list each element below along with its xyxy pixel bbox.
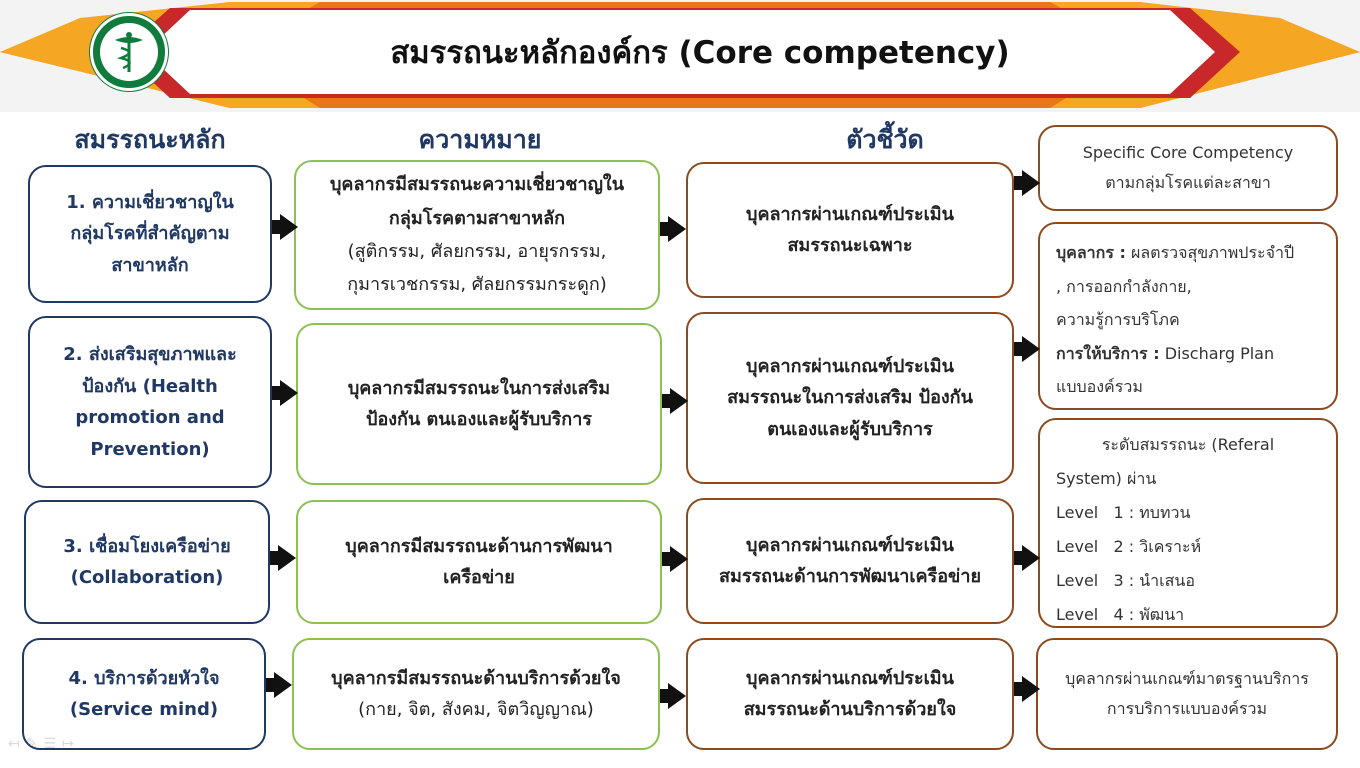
pen-icon[interactable]: ✎ <box>25 736 44 752</box>
indicator-3-line: บุคลากรผ่านเกณฑ์ประเมิน <box>746 534 954 556</box>
slide-nav-controls[interactable]: ↤✎☰↦ <box>8 736 138 756</box>
arrow-right-icon <box>272 214 298 240</box>
meaning-box-2: บุคลากรมีสมรรถนะในการส่งเสริม ป้องกัน ตน… <box>296 323 662 485</box>
meaning-1-line: กลุ่มโรคตามสาขาหลัก <box>388 207 566 229</box>
indicator-4-line: บุคลากรผ่านเกณฑ์ประเมิน <box>746 667 954 689</box>
arrow-right-icon <box>270 545 296 571</box>
arrow-right-icon <box>1014 170 1040 196</box>
arrow-right-icon <box>266 672 292 698</box>
competency-box-2: 2. ส่งเสริมสุขภาพและ ป้องกัน (Health pro… <box>28 316 272 488</box>
service-standard-line: การบริการแบบองค์รวม <box>1106 699 1268 718</box>
meaning-2-line: บุคลากรมีสมรรถนะในการส่งเสริม <box>347 377 611 399</box>
meaning-1-line: (สูติกรรม, ศัลยกรรม, อายุรกรรม, <box>347 241 607 262</box>
arrow-right-icon <box>1014 336 1040 362</box>
personnel-line-3: ความรู้การบริโภค <box>1056 310 1180 330</box>
arrow-right-icon <box>1014 676 1040 702</box>
indicator-4-line: สมรรถนะด้านบริการด้วยใจ <box>743 699 957 720</box>
personnel-label: บุคลากร : <box>1056 243 1126 262</box>
indicator-box-3: บุคลากรผ่านเกณฑ์ประเมิน สมรรถนะด้านการพั… <box>686 498 1014 624</box>
competency-box-3: 3. เชื่อมโยงเครือข่าย (Collaboration) <box>24 500 270 624</box>
level-item: Level 1 : ทบทวน <box>1056 502 1191 522</box>
indicator-1-line: สมรรถนะเฉพาะ <box>787 235 913 256</box>
indicator-box-1: บุคลากรผ่านเกณฑ์ประเมิน สมรรถนะเฉพาะ <box>686 162 1014 298</box>
personnel-line-2: , การออกกำลังกาย, <box>1056 276 1192 296</box>
arrow-right-icon <box>662 546 688 572</box>
ministry-logo <box>90 13 168 91</box>
meaning-1-line: บุคลากรมีสมรรถนะความเชี่ยวชาญใน <box>330 174 624 196</box>
competency-4-line: 4. บริการด้วยหัวใจ <box>68 667 220 689</box>
menu-icon[interactable]: ☰ <box>43 736 63 752</box>
service-line: การให้บริการ : Discharg Plan <box>1056 337 1320 371</box>
service-label: การให้บริการ : <box>1056 343 1160 363</box>
banner-graphic <box>0 2 1360 108</box>
competency-4-line: (Service mind) <box>69 699 219 720</box>
indicator-2-line: สมรรถนะในการส่งเสริม ป้องกัน <box>727 387 973 409</box>
column-header-meaning: ความหมาย <box>418 125 542 154</box>
specific-competency-box: Specific Core Competency ตามกลุ่มโรคแต่ล… <box>1038 125 1338 211</box>
competency-3-line: (Collaboration) <box>70 567 224 588</box>
service-standard-line: บุคลากรผ่านเกณฑ์มาตรฐานบริการ <box>1065 668 1309 688</box>
meaning-box-3: บุคลากรมีสมรรถนะด้านการพัฒนา เครือข่าย <box>296 500 662 624</box>
referral-line-2: System) ผ่าน <box>1056 468 1157 488</box>
arrow-right-icon <box>272 380 298 406</box>
column-header-competency: สมรรถนะหลัก <box>74 125 226 154</box>
meaning-4-line: บุคลากรมีสมรรถนะด้านบริการด้วยใจ <box>331 667 621 689</box>
indicator-1-line: บุคลากรผ่านเกณฑ์ประเมิน <box>746 203 954 225</box>
specific-competency-line: ตามกลุ่มโรคแต่ละสาขา <box>1105 173 1271 192</box>
forward-icon[interactable]: ↦ <box>62 736 80 752</box>
indicator-3-line: สมรรถนะด้านการพัฒนาเครือข่าย <box>718 566 981 587</box>
caduceus-icon <box>115 32 143 72</box>
meaning-3-line: บุคลากรมีสมรรถนะด้านการพัฒนา <box>345 535 613 557</box>
meaning-4-line: (กาย, จิต, สังคม, จิตวิญญาณ) <box>358 699 594 720</box>
level-item: Level 2 : วิเคราะห์ <box>1056 536 1202 556</box>
health-promotion-detail-box: บุคลากร : ผลตรวจสุขภาพประจำปี , การออกกำ… <box>1038 222 1338 410</box>
level-item: Level 4 : พัฒนา <box>1056 604 1185 624</box>
competency-2-line: promotion and <box>75 407 225 428</box>
arrow-right-icon <box>1014 545 1040 571</box>
specific-competency-line: Specific Core Competency <box>1082 142 1294 162</box>
competency-1-line: สาขาหลัก <box>111 254 189 276</box>
level-item: Level 3 : นำเสนอ <box>1056 570 1195 590</box>
competency-1-line: กลุ่มโรคที่สำคัญตาม <box>70 223 230 245</box>
referral-line-1: ระดับสมรรถนะ (Referal <box>1101 435 1275 454</box>
meaning-3-line: เครือข่าย <box>443 567 515 588</box>
meaning-box-4: บุคลากรมีสมรรถนะด้านบริการด้วยใจ (กาย, จ… <box>292 638 660 750</box>
meaning-2-line: ป้องกัน ตนเองและผู้รับบริการ <box>366 409 592 430</box>
competency-box-4: 4. บริการด้วยหัวใจ (Service mind) <box>22 638 266 750</box>
arrow-right-icon <box>660 216 686 242</box>
competency-2-line: 2. ส่งเสริมสุขภาพและ <box>63 344 237 365</box>
referral-level-box: ระดับสมรรถนะ (Referal System) ผ่าน Level… <box>1038 418 1338 628</box>
meaning-1-line: กุมารเวชกรรม, ศัลยกรรมกระดูก) <box>347 274 607 296</box>
competency-box-1: 1. ความเชี่ยวชาญใน กลุ่มโรคที่สำคัญตาม ส… <box>28 165 272 303</box>
personnel-text: ผลตรวจสุขภาพประจำปี <box>1125 243 1295 262</box>
meaning-box-1: บุคลากรมีสมรรถนะความเชี่ยวชาญใน กลุ่มโรค… <box>294 160 660 310</box>
indicator-2-line: บุคลากรผ่านเกณฑ์ประเมิน <box>746 355 954 377</box>
back-icon[interactable]: ↤ <box>8 736 26 752</box>
indicator-2-line: ตนเองและผู้รับบริการ <box>767 418 933 440</box>
column-header-indicator: ตัวชี้วัด <box>846 125 924 154</box>
competency-2-line: ป้องกัน (Health <box>82 375 218 397</box>
competency-3-line: 3. เชื่อมโยงเครือข่าย <box>63 535 231 557</box>
competency-2-line: Prevention) <box>90 438 210 460</box>
page-title: สมรรถนะหลักองค์กร (Core competency) <box>390 35 1010 71</box>
competency-1-line: 1. ความเชี่ยวชาญใน <box>66 191 234 213</box>
indicator-box-2: บุคลากรผ่านเกณฑ์ประเมิน สมรรถนะในการส่งเ… <box>686 312 1014 484</box>
indicator-box-4: บุคลากรผ่านเกณฑ์ประเมิน สมรรถนะด้านบริกา… <box>686 638 1014 750</box>
service-text: Discharg Plan <box>1159 343 1275 363</box>
personnel-line: บุคลากร : ผลตรวจสุขภาพประจำปี <box>1056 236 1320 270</box>
service-line-2: แบบองค์รวม <box>1056 377 1143 397</box>
arrow-right-icon <box>660 683 686 709</box>
arrow-right-icon <box>662 388 688 414</box>
service-standard-box: บุคลากรผ่านเกณฑ์มาตรฐานบริการ การบริการแ… <box>1036 638 1338 750</box>
